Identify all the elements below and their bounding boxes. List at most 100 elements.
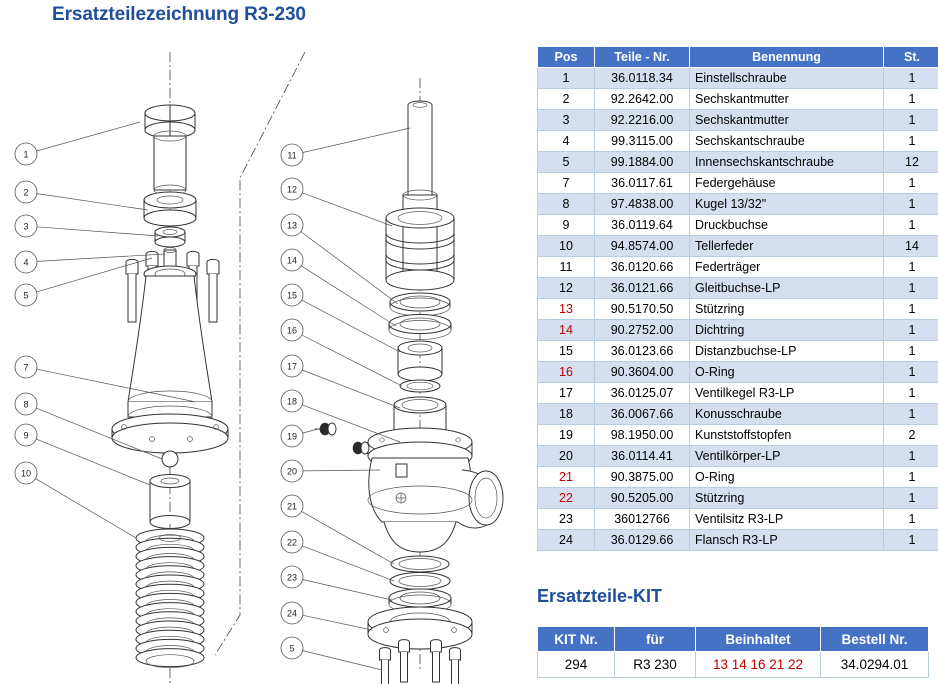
part-sechskantmutter-klein xyxy=(154,226,186,248)
cell-stueck: 2 xyxy=(883,424,938,446)
callout-label-19: 19 xyxy=(287,431,297,441)
cell-benennung: Sechskantmutter xyxy=(689,109,884,131)
part-tellerfeder-stack xyxy=(135,524,205,684)
exploded-parts-drawing: .ln { fill:none; stroke:#333; stroke-wid… xyxy=(0,30,520,684)
cell-pos: 9 xyxy=(537,214,595,236)
cell-teile-nr: 36.0129.66 xyxy=(594,529,690,551)
cell-pos: 5 xyxy=(537,151,595,173)
cell-teile-nr: 90.5205.00 xyxy=(594,487,690,509)
callout-label-12: 12 xyxy=(287,184,297,194)
cell-pos: 12 xyxy=(537,277,595,299)
callout-bubble-21 xyxy=(280,494,304,518)
part-sechskantmutter-gross xyxy=(143,191,197,227)
cell-stueck: 1 xyxy=(883,361,938,383)
cell-stueck: 1 xyxy=(883,382,938,404)
cell-pos: 13 xyxy=(537,298,595,320)
cell-benennung: Gleitbuchse-LP xyxy=(689,277,884,299)
callout-bubble-2 xyxy=(14,180,38,204)
callout-label-11: 11 xyxy=(287,150,296,160)
drawing-canvas: .ln { fill:none; stroke:#333; stroke-wid… xyxy=(14,51,504,684)
callout-bubble-9 xyxy=(14,423,38,447)
left-assembly xyxy=(111,104,229,684)
header-kit-nr: KIT Nr. xyxy=(537,626,615,652)
right-assembly xyxy=(315,100,504,684)
leader-line-1 xyxy=(36,121,141,152)
cell-pos: 11 xyxy=(537,256,595,278)
callout-bubble-14 xyxy=(280,248,304,272)
leader-line-17 xyxy=(302,369,401,409)
cell-teile-nr: 36.0125.07 xyxy=(594,382,690,404)
cell-stueck: 1 xyxy=(883,277,938,299)
leader-line-21 xyxy=(301,511,395,565)
cell-teile-nr: 36.0123.66 xyxy=(594,340,690,362)
callout-label-5: 5 xyxy=(23,290,28,300)
cell-benennung: Distanzbuchse-LP xyxy=(689,340,884,362)
callout-label-13: 13 xyxy=(287,220,297,230)
cell-teile-nr: 92.2642.00 xyxy=(594,88,690,110)
cell-benennung: Kugel 13/32" xyxy=(689,193,884,215)
cell-kit-nr: 294 xyxy=(537,651,615,678)
cell-stueck: 1 xyxy=(883,88,938,110)
cell-stueck: 12 xyxy=(883,151,938,173)
leader-line-11 xyxy=(302,127,411,153)
leader-line-23 xyxy=(302,579,393,601)
cell-benennung: Stützring xyxy=(689,487,884,509)
cell-benennung: O-Ring xyxy=(689,466,884,488)
leader-line-8 xyxy=(36,407,163,460)
callout-bubble-13 xyxy=(280,213,304,237)
callout-bubble-22 xyxy=(280,530,304,554)
callout-bubble-5 xyxy=(14,283,38,307)
cell-pos: 10 xyxy=(537,235,595,257)
callout-label-16: 16 xyxy=(287,325,297,335)
parts-table-header-row: Pos Teile - Nr. Benennung St. xyxy=(537,46,938,68)
cell-benennung: Tellerfeder xyxy=(689,235,884,257)
leader-line-16 xyxy=(301,334,403,387)
callout-bubble-10 xyxy=(14,461,38,485)
callout-label-8: 8 xyxy=(23,399,28,409)
callout-label-17: 17 xyxy=(287,361,297,371)
cell-stueck: 1 xyxy=(883,466,938,488)
cell-benennung: Innensechskantschraube xyxy=(689,151,884,173)
callout-label-21: 21 xyxy=(287,501,297,511)
part-kunststoffstopfen xyxy=(315,422,370,455)
cell-teile-nr: 36.0119.64 xyxy=(594,214,690,236)
callout-label-23: 23 xyxy=(287,572,297,582)
leader-line-5 xyxy=(302,650,383,671)
leader-line-13 xyxy=(300,231,399,305)
leader-line-7 xyxy=(36,368,197,403)
part-gleitbuchse xyxy=(385,207,455,291)
callout-bubble-15 xyxy=(280,283,304,307)
cell-teile-nr: 36.0117.61 xyxy=(594,172,690,194)
callout-bubble-17 xyxy=(280,354,304,378)
part-innensechskantschrauben-unten xyxy=(379,639,461,684)
header-benennung: Benennung xyxy=(689,46,884,68)
header-stueck: St. xyxy=(883,46,938,68)
leader-line-10 xyxy=(35,478,137,539)
callout-bubble-19 xyxy=(280,424,304,448)
callout-bubble-8 xyxy=(14,392,38,416)
header-beinhaltet: Beinhaltet xyxy=(695,626,821,652)
callout-bubble-3 xyxy=(14,214,38,238)
cell-benennung: Druckbuchse xyxy=(689,214,884,236)
cell-benennung: Federgehäuse xyxy=(689,172,884,194)
cell-teile-nr: 90.3604.00 xyxy=(594,361,690,383)
cell-bestell-nr: 34.0294.01 xyxy=(820,651,929,678)
part-o-ring-16 xyxy=(399,379,441,393)
cell-stueck: 1 xyxy=(883,109,938,131)
cell-benennung: Ventilkörper-LP xyxy=(689,445,884,467)
cell-teile-nr: 98.1950.00 xyxy=(594,424,690,446)
cell-benennung: Dichtring xyxy=(689,319,884,341)
leader-line-4 xyxy=(36,253,166,262)
callout-bubble-7 xyxy=(14,355,38,379)
header-teile-nr: Teile - Nr. xyxy=(594,46,690,68)
leader-line-19 xyxy=(302,428,319,434)
